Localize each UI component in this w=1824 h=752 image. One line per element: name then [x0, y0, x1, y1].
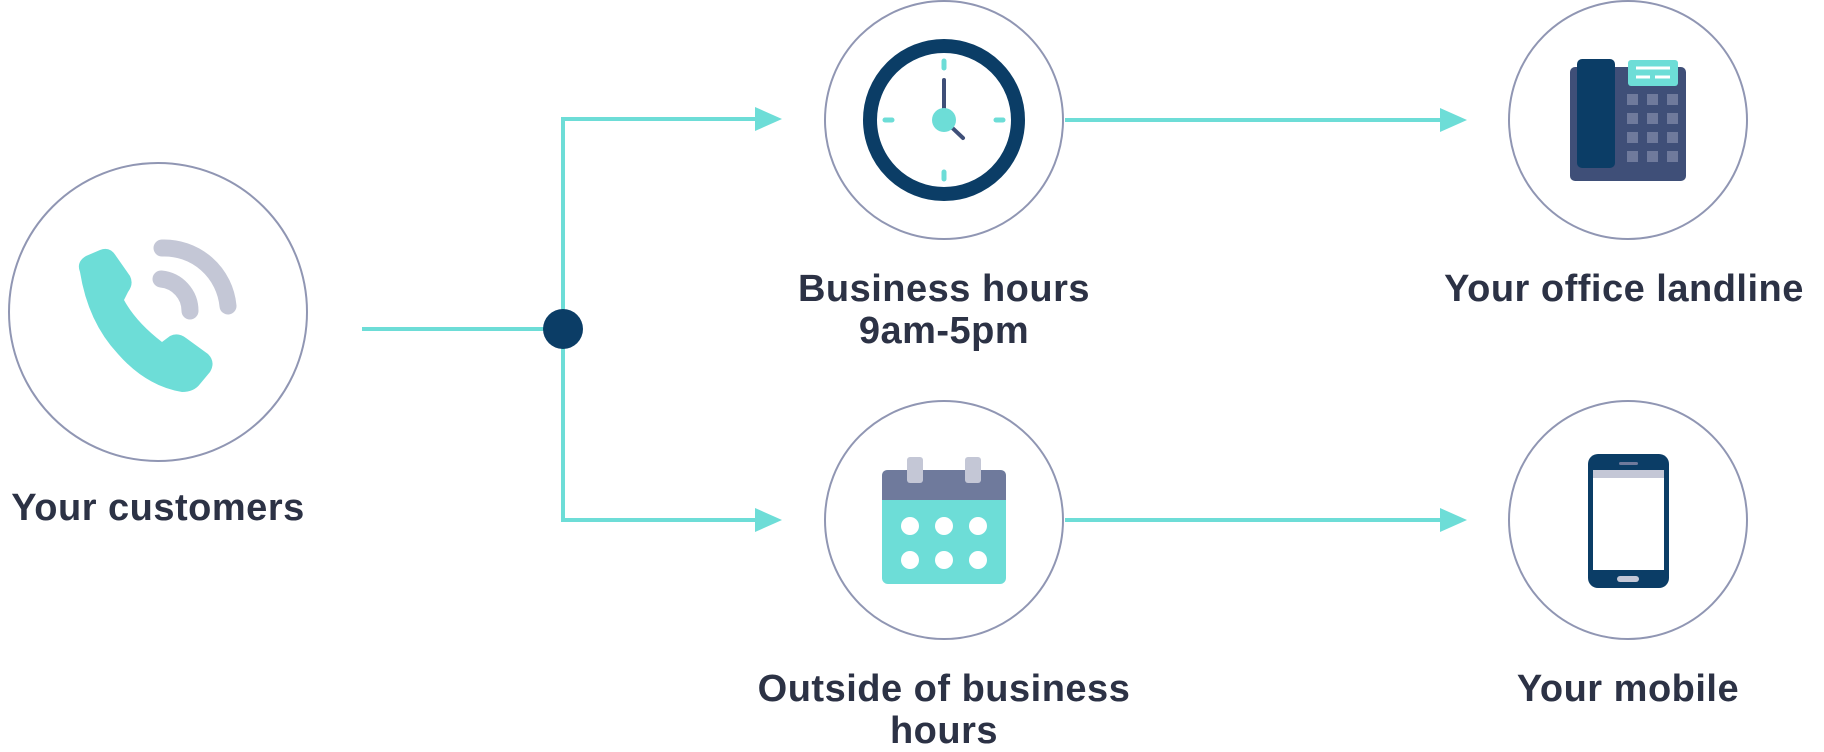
business-hours-label-line2: 9am-5pm [858, 310, 1030, 352]
outside-hours-label-line1: Outside of business [757, 668, 1131, 710]
desk-phone-icon [1570, 59, 1686, 181]
outside-hours-label: Outside of business hours [704, 668, 1184, 752]
mobile-label: Your mobile [1448, 668, 1808, 710]
customers-label: Your customers [0, 487, 316, 529]
mobile-label-text: Your mobile [1516, 668, 1740, 710]
junction-to-outside-hours-line [561, 329, 760, 522]
customers-label-text: Your customers [11, 487, 305, 529]
outside-hours-label-line2: hours [889, 710, 999, 752]
clock-icon [863, 39, 1025, 201]
arrowheads [755, 107, 1467, 532]
junction-dot [543, 309, 583, 349]
arrow-mobile-icon [1440, 508, 1467, 532]
phone-ringing-icon [78, 239, 237, 392]
landline-label-text: Your office landline [1444, 268, 1804, 310]
mobile-phone-icon [1588, 454, 1669, 588]
business-hours-label-line1: Business hours [797, 268, 1091, 310]
landline-label: Your office landline [1424, 268, 1824, 310]
junction-to-business-hours-line [561, 117, 760, 329]
arrow-outside-hours-icon [755, 508, 782, 532]
connectors [362, 117, 1440, 522]
arrow-business-hours-icon [755, 107, 782, 131]
customers-circle [8, 162, 308, 462]
calendar-icon [882, 457, 1006, 584]
arrow-landline-icon [1440, 108, 1467, 132]
business-hours-label: Business hours 9am-5pm [724, 268, 1164, 352]
